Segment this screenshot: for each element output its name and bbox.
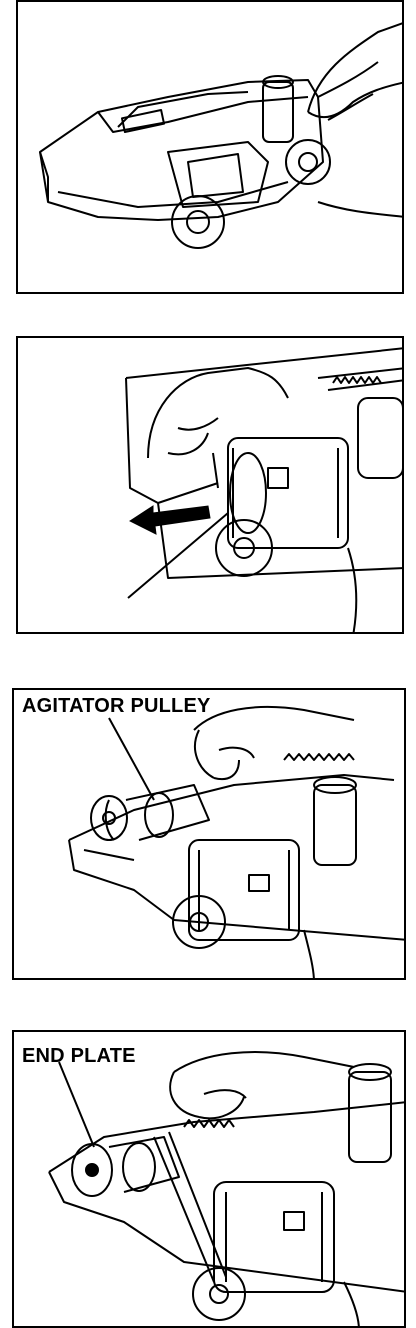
vacuum-cleaner-open-illustration — [18, 2, 404, 294]
agitator-pulley-label: AGITATOR PULLEY — [22, 695, 211, 718]
illustration-panel-1 — [16, 0, 404, 294]
motor-removal-illustration — [18, 338, 404, 634]
illustration-panel-3: AGITATOR PULLEY — [12, 688, 406, 980]
illustration-panel-4: END PLATE — [12, 1030, 406, 1328]
end-plate-label: END PLATE — [22, 1045, 136, 1068]
direction-arrow-icon — [130, 506, 210, 534]
end-plate-illustration — [14, 1032, 406, 1328]
illustration-panel-2 — [16, 336, 404, 634]
agitator-pulley-illustration — [14, 690, 406, 980]
